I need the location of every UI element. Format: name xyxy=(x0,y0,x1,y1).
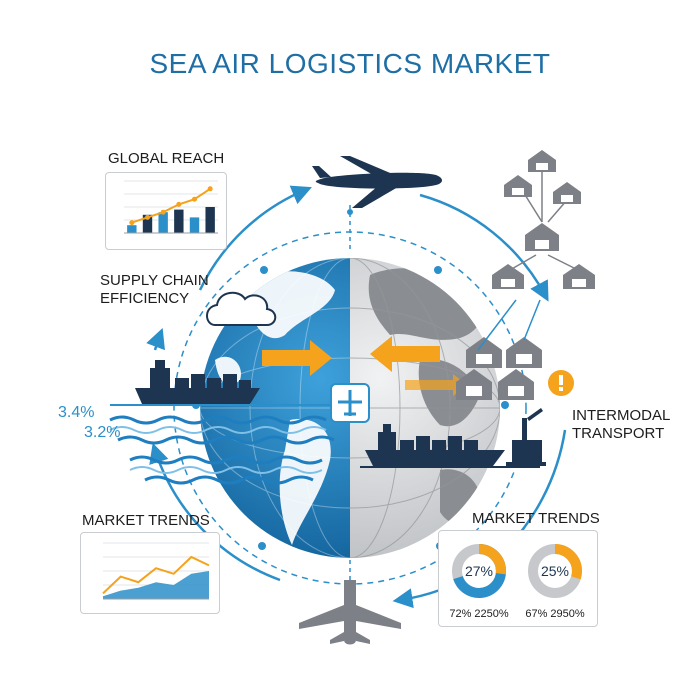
label-intermodal-line1: INTERMODAL xyxy=(572,407,671,424)
label-intermodal: INTERMODAL TRANSPORT xyxy=(572,407,670,443)
cargo-ship-right xyxy=(365,424,505,466)
trend-point xyxy=(129,220,135,226)
port-crane-icon xyxy=(506,408,546,466)
global-reach-chart-box xyxy=(105,172,227,250)
label-supply-chain: SUPPLY CHAIN EFFICIENCY xyxy=(100,272,209,308)
side-percentage-2: 3.2% xyxy=(84,424,121,441)
warehouse-icons xyxy=(492,150,595,289)
hub-icon xyxy=(330,383,370,423)
trend-line xyxy=(102,555,210,595)
bar xyxy=(158,212,168,233)
donut-arc xyxy=(528,544,582,598)
trend-point xyxy=(176,201,182,207)
market-trends-chart-box xyxy=(80,532,220,614)
donut-charts: 27% 72% 2250% 25% 67% 2950% xyxy=(449,544,585,620)
page-title: SEA AIR LOGISTICS MARKET xyxy=(149,48,551,79)
cargo-ship-left xyxy=(135,360,260,404)
label-market-trends-left: MARKET TRENDS xyxy=(82,512,210,529)
bar xyxy=(174,209,184,233)
donut-center-label: 27% xyxy=(465,563,493,579)
label-intermodal-line2: TRANSPORT xyxy=(572,425,665,442)
airplane-bottom-icon xyxy=(299,580,401,645)
warehouse-cluster-right xyxy=(456,337,542,400)
label-global-reach: GLOBAL REACH xyxy=(108,150,225,167)
donut-chart-box: 27% 72% 2250% 25% 67% 2950% xyxy=(438,530,598,627)
trend-point xyxy=(207,186,213,192)
donut-caption: 67% 2950% xyxy=(525,608,585,620)
airplane-top-icon xyxy=(312,156,442,208)
trend-point xyxy=(145,214,150,220)
donut-caption: 72% 2250% xyxy=(449,608,509,620)
market-trends-chart xyxy=(102,542,210,600)
alert-icon xyxy=(548,370,574,396)
bar xyxy=(127,225,137,233)
donut-center-label: 25% xyxy=(541,563,569,579)
donut-arc-accent xyxy=(452,544,506,598)
globe xyxy=(109,258,540,558)
orange-arrows xyxy=(262,336,467,396)
label-supply-chain-line2: EFFICIENCY xyxy=(100,290,190,307)
area-series xyxy=(103,571,209,599)
trend-point xyxy=(160,209,166,215)
bar xyxy=(205,207,215,233)
bar xyxy=(189,217,200,233)
trend-line xyxy=(131,187,211,224)
side-percentage-1: 3.4% xyxy=(58,404,95,421)
bar xyxy=(142,214,153,233)
cloud-icon xyxy=(206,291,277,326)
trend-point xyxy=(192,196,197,202)
label-market-trends-right: MARKET TRENDS xyxy=(472,510,600,527)
label-supply-chain-line1: SUPPLY CHAIN xyxy=(100,272,209,289)
global-reach-chart xyxy=(124,180,218,234)
